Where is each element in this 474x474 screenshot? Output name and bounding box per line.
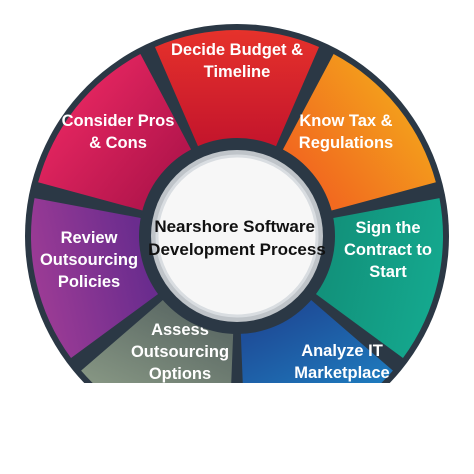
segment-label-line: Sign the (355, 219, 420, 237)
segment-label-line: Start (369, 263, 407, 281)
segment-label-line: Marketplace (294, 364, 389, 382)
segment-label-line: & Cons (89, 134, 147, 152)
segment-sign-contract (314, 198, 443, 359)
segment-label-line: Policies (58, 273, 120, 291)
segment-label-line: Decide Budget & (171, 41, 303, 59)
segment-label-line: Analyze IT (301, 342, 383, 360)
segment-consider-pros (38, 54, 192, 211)
center-title-line-1: Nearshore Software (154, 217, 315, 236)
segment-label-line: Options (149, 365, 211, 383)
segment-decide-budget (154, 29, 320, 148)
segment-label-line: Assess (151, 321, 209, 339)
segment-label-line: Outsourcing (131, 343, 229, 361)
segment-review-policies (31, 198, 160, 359)
segment-label-line: Outsourcing (40, 251, 138, 269)
center-title: Nearshore Software Development Process (148, 217, 326, 259)
segment-label-line: Review (61, 229, 118, 247)
segment-label-line: Regulations (299, 134, 393, 152)
segment-label-analyze-it: Analyze IT Marketplace (294, 342, 389, 382)
segment-label-line: Know Tax & (299, 112, 392, 130)
segment-label-line: Timeline (204, 63, 271, 81)
center-title-line-2: Development Process (148, 240, 326, 259)
center-disc (155, 154, 319, 318)
segment-label-consider-pros: Consider Pros & Cons (62, 112, 175, 152)
bottom-white-area (0, 383, 474, 474)
segment-know-tax (282, 54, 436, 211)
segment-label-line: Consider Pros (62, 112, 175, 130)
segment-label-decide-budget: Decide Budget & Timeline (171, 41, 303, 81)
segment-label-line: Contract to (344, 241, 432, 259)
segment-label-know-tax: Know Tax & Regulations (299, 112, 393, 152)
